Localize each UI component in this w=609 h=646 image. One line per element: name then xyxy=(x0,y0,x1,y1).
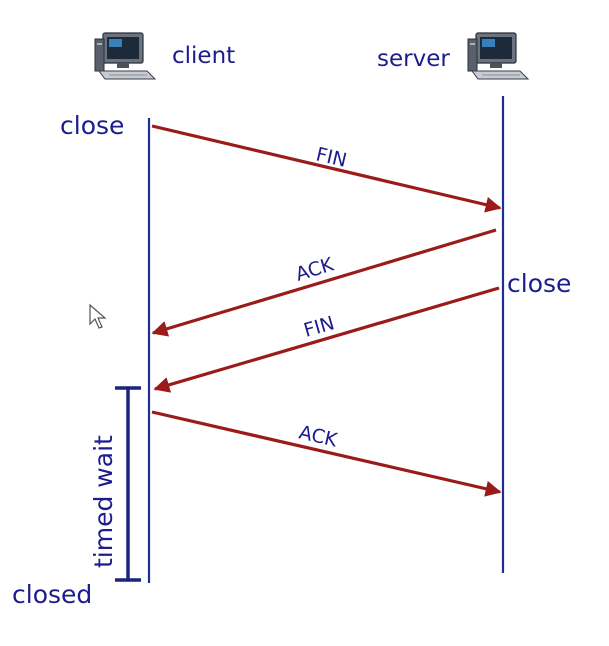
fin-arrow-client-to-server xyxy=(151,124,502,213)
client-close-label: close xyxy=(60,111,124,140)
client-label: client xyxy=(172,43,235,69)
ack-arrow-server-to-client xyxy=(151,228,497,337)
server-close-label: close xyxy=(507,269,571,298)
ack-arrow-client-to-server xyxy=(151,410,502,497)
fin-message-label-1: FIN xyxy=(314,143,349,171)
client-closed-label: closed xyxy=(12,580,92,609)
fin-arrow-server-to-client xyxy=(153,286,500,393)
mouse-pointer-icon xyxy=(89,303,107,329)
server-computer-icon xyxy=(467,32,529,80)
server-label: server xyxy=(377,46,450,72)
timed-wait-label: timed wait xyxy=(89,435,118,568)
timed-wait-bracket xyxy=(115,386,141,582)
client-computer-icon xyxy=(94,32,156,80)
